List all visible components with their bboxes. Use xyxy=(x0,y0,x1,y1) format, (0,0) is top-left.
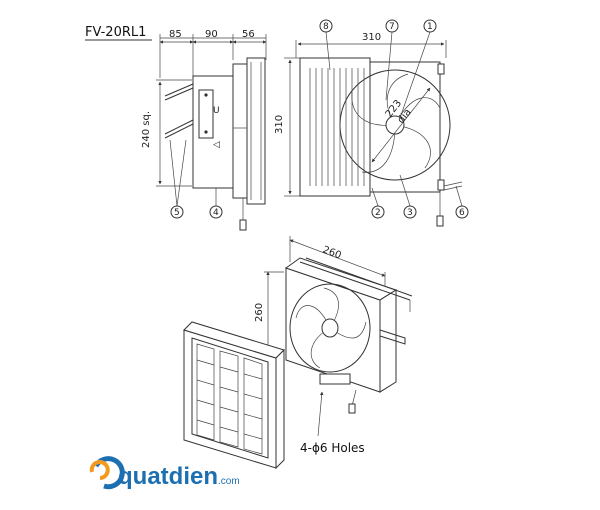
iso-dim-height: 260 xyxy=(254,303,265,322)
side-dim-240: 240 sq. xyxy=(141,111,152,148)
front-callout-7: 7 xyxy=(389,22,395,32)
iso-holes-label: 4-ϕ6 Holes xyxy=(300,441,365,455)
side-view: 85 90 56 240 sq. U ◁ 5 4 xyxy=(141,29,267,231)
front-callout-6: 6 xyxy=(459,208,465,218)
side-dim-56: 56 xyxy=(242,29,255,40)
logo-name: quatdien xyxy=(118,463,218,490)
side-dim-85: 85 xyxy=(169,29,182,40)
front-callout-3: 3 xyxy=(407,208,413,218)
iso-grille-louvers xyxy=(196,343,263,455)
model-label: FV-20RL1 xyxy=(85,25,146,40)
front-dim-height: 310 xyxy=(274,115,285,134)
front-callout-2: 2 xyxy=(375,208,381,218)
logo-suffix: .com xyxy=(218,476,240,487)
iso-view: 260 260 xyxy=(183,236,413,470)
front-view: 310 310 xyxy=(274,19,469,227)
svg-text:U: U xyxy=(213,106,220,116)
iso-dim-width: 260 xyxy=(321,245,343,262)
side-dim-90: 90 xyxy=(205,29,218,40)
svg-text:◁: ◁ xyxy=(213,140,220,150)
front-callout-1: 1 xyxy=(427,22,433,32)
side-callout-4: 4 xyxy=(213,208,219,218)
quatdien-logo-icon xyxy=(89,456,125,490)
front-dim-width: 310 xyxy=(362,32,381,43)
front-grille xyxy=(309,68,365,186)
iso-fan-blades xyxy=(295,287,367,369)
front-callout-8: 8 xyxy=(323,22,329,32)
quatdien-logo: quatdien .com xyxy=(89,456,240,490)
model-title: FV-20RL1 xyxy=(85,25,152,41)
side-callout-5: 5 xyxy=(174,208,180,218)
